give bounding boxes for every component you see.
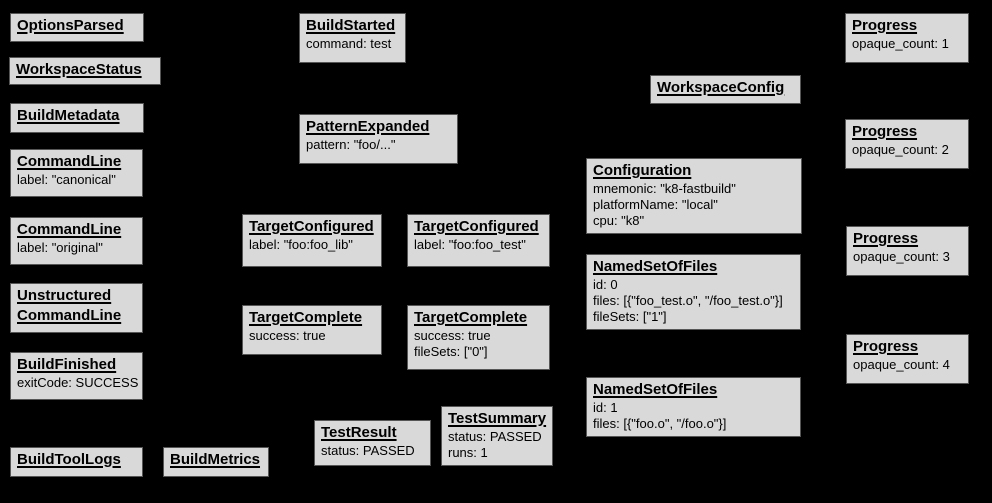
event-title: WorkspaceConfig — [657, 79, 785, 96]
event-box-command-line-original: CommandLine label: "original" — [10, 217, 143, 265]
event-box-pattern-expanded: PatternExpanded pattern: "foo/..." — [299, 114, 458, 164]
event-title: BuildFinished — [17, 356, 117, 373]
event-box-progress-2: Progress opaque_count: 2 — [845, 119, 969, 169]
event-title: NamedSetOfFiles — [593, 258, 718, 275]
event-box-build-metrics: BuildMetrics — [163, 447, 269, 477]
event-box-build-finished: BuildFinished exitCode: SUCCESS — [10, 352, 143, 400]
event-title: Progress — [853, 230, 919, 247]
event-title: TargetComplete — [249, 309, 363, 326]
event-box-test-result: TestResult status: PASSED — [314, 420, 431, 466]
event-box-build-tool-logs: BuildToolLogs — [10, 447, 143, 477]
event-title: BuildToolLogs — [17, 451, 121, 468]
event-field: runs: 1 — [448, 445, 488, 460]
event-field: fileSets: ["0"] — [414, 344, 488, 359]
event-box-target-complete-foo-lib: TargetComplete success: true — [242, 305, 382, 355]
event-title: BuildStarted — [306, 17, 396, 34]
event-box-target-configured-foo-lib: TargetConfigured label: "foo:foo_lib" — [242, 214, 382, 267]
event-field: success: true — [414, 328, 491, 343]
event-title: Progress — [852, 123, 918, 140]
event-title: WorkspaceStatus — [16, 61, 142, 78]
event-field: label: "original" — [17, 240, 103, 255]
event-field: command: test — [306, 36, 392, 51]
event-box-command-line-canonical: CommandLine label: "canonical" — [10, 149, 143, 197]
event-box-workspace-config: WorkspaceConfig — [650, 75, 801, 104]
event-field: status: PASSED — [448, 429, 542, 444]
event-title: Configuration — [593, 162, 692, 179]
event-box-configuration: Configuration mnemonic: "k8-fastbuild" p… — [586, 158, 802, 234]
event-field: files: [{"foo_test.o", "/foo_test.o"}] — [593, 293, 783, 308]
event-title: TargetConfigured — [414, 218, 539, 235]
event-title: OptionsParsed — [17, 17, 124, 34]
event-title: NamedSetOfFiles — [593, 381, 718, 398]
event-field: opaque_count: 2 — [852, 142, 949, 157]
event-title: TargetConfigured — [249, 218, 374, 235]
event-box-build-started: BuildStarted command: test — [299, 13, 406, 63]
event-field: files: [{"foo.o", "/foo.o"}] — [593, 416, 727, 431]
event-box-unstructured-command-line: Unstructured CommandLine — [10, 283, 143, 333]
event-title: CommandLine — [17, 221, 122, 238]
event-field: opaque_count: 3 — [853, 249, 950, 264]
event-field: exitCode: SUCCESS — [17, 375, 139, 390]
event-title: TestSummary — [448, 410, 547, 427]
event-title: PatternExpanded — [306, 118, 430, 135]
event-field: label: "foo:foo_lib" — [249, 237, 353, 252]
event-title: TargetComplete — [414, 309, 528, 326]
event-field: success: true — [249, 328, 326, 343]
event-field: cpu: "k8" — [593, 213, 645, 228]
event-field: status: PASSED — [321, 443, 415, 458]
event-box-progress-3: Progress opaque_count: 3 — [846, 226, 969, 276]
event-box-target-configured-foo-test: TargetConfigured label: "foo:foo_test" — [407, 214, 550, 267]
event-title: BuildMetrics — [170, 451, 261, 468]
event-field: mnemonic: "k8-fastbuild" — [593, 181, 736, 196]
event-box-test-summary: TestSummary status: PASSED runs: 1 — [441, 406, 553, 466]
event-box-named-set-of-files-1: NamedSetOfFiles id: 1 files: [{"foo.o", … — [586, 377, 801, 437]
event-box-workspace-status: WorkspaceStatus — [9, 57, 161, 85]
event-title: Progress — [852, 17, 918, 34]
event-box-progress-4: Progress opaque_count: 4 — [846, 334, 969, 384]
event-box-named-set-of-files-0: NamedSetOfFiles id: 0 files: [{"foo_test… — [586, 254, 801, 330]
event-field: opaque_count: 1 — [852, 36, 949, 51]
event-title: CommandLine — [17, 153, 122, 170]
event-field: fileSets: ["1"] — [593, 309, 667, 324]
event-title: BuildMetadata — [17, 107, 120, 124]
event-field: label: "canonical" — [17, 172, 116, 187]
event-box-progress-1: Progress opaque_count: 1 — [845, 13, 969, 63]
event-field: id: 0 — [593, 277, 618, 292]
event-field: label: "foo:foo_test" — [414, 237, 526, 252]
event-field: opaque_count: 4 — [853, 357, 950, 372]
event-title: Progress — [853, 338, 919, 355]
event-field: platformName: "local" — [593, 197, 718, 212]
event-box-options-parsed: OptionsParsed — [10, 13, 144, 42]
event-box-build-metadata: BuildMetadata — [10, 103, 144, 133]
event-field: pattern: "foo/..." — [306, 137, 396, 152]
event-field: id: 1 — [593, 400, 618, 415]
event-box-target-complete-foo-test: TargetComplete success: true fileSets: [… — [407, 305, 550, 370]
event-title: TestResult — [321, 424, 397, 441]
event-title: Unstructured CommandLine — [17, 287, 122, 324]
